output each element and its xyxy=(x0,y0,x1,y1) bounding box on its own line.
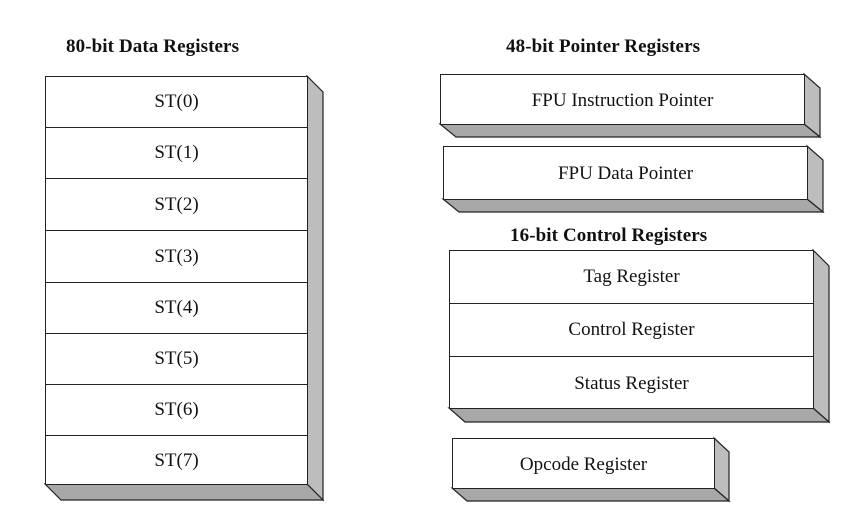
data-pointer-face: FPU Data Pointer xyxy=(443,146,808,200)
tag-register: Tag Register xyxy=(583,266,680,287)
data-register-stack: ST(0) ST(1) ST(2) ST(3) ST(4) ST(5) ST(6… xyxy=(43,74,325,502)
instruction-pointer-face: FPU Instruction Pointer xyxy=(440,74,805,125)
control-register: Control Register xyxy=(450,303,813,356)
data-pointer-block: FPU Data Pointer xyxy=(441,144,825,216)
register-st6: ST(6) xyxy=(46,384,307,435)
data-pointer-label: FPU Data Pointer xyxy=(557,163,694,184)
data-stack-3d-side xyxy=(43,74,325,502)
opcode-register-3d-side xyxy=(450,436,731,505)
control-stack-face: Tag Register Control Register Status Reg… xyxy=(449,250,814,409)
register-st4: ST(4) xyxy=(46,282,307,333)
register-st5: ST(5) xyxy=(46,333,307,384)
instruction-pointer-label: FPU Instruction Pointer xyxy=(531,89,714,111)
register-st7: ST(7) xyxy=(46,435,307,485)
opcode-register-label: Opcode Register xyxy=(519,453,648,475)
register-st2: ST(2) xyxy=(46,178,307,230)
data-pointer-3d-side xyxy=(441,144,825,216)
data-stack-face: ST(0) ST(1) ST(2) ST(3) ST(4) ST(5) ST(6… xyxy=(45,76,308,485)
status-register: Status Register xyxy=(450,356,813,410)
instruction-pointer-block: FPU Instruction Pointer xyxy=(438,72,822,139)
register-st0: ST(0) xyxy=(154,91,199,112)
data-registers-heading: 80-bit Data Registers xyxy=(66,36,240,57)
pointer-registers-heading: 48-bit Pointer Registers xyxy=(506,36,701,57)
control-stack-3d-side xyxy=(447,248,831,425)
register-st1: ST(1) xyxy=(46,127,307,178)
opcode-register-face: Opcode Register xyxy=(452,438,715,489)
register-st3: ST(3) xyxy=(46,230,307,282)
control-register-stack: Tag Register Control Register Status Reg… xyxy=(447,248,831,425)
control-registers-heading: 16-bit Control Registers xyxy=(510,225,708,246)
opcode-register-block: Opcode Register xyxy=(450,436,731,505)
